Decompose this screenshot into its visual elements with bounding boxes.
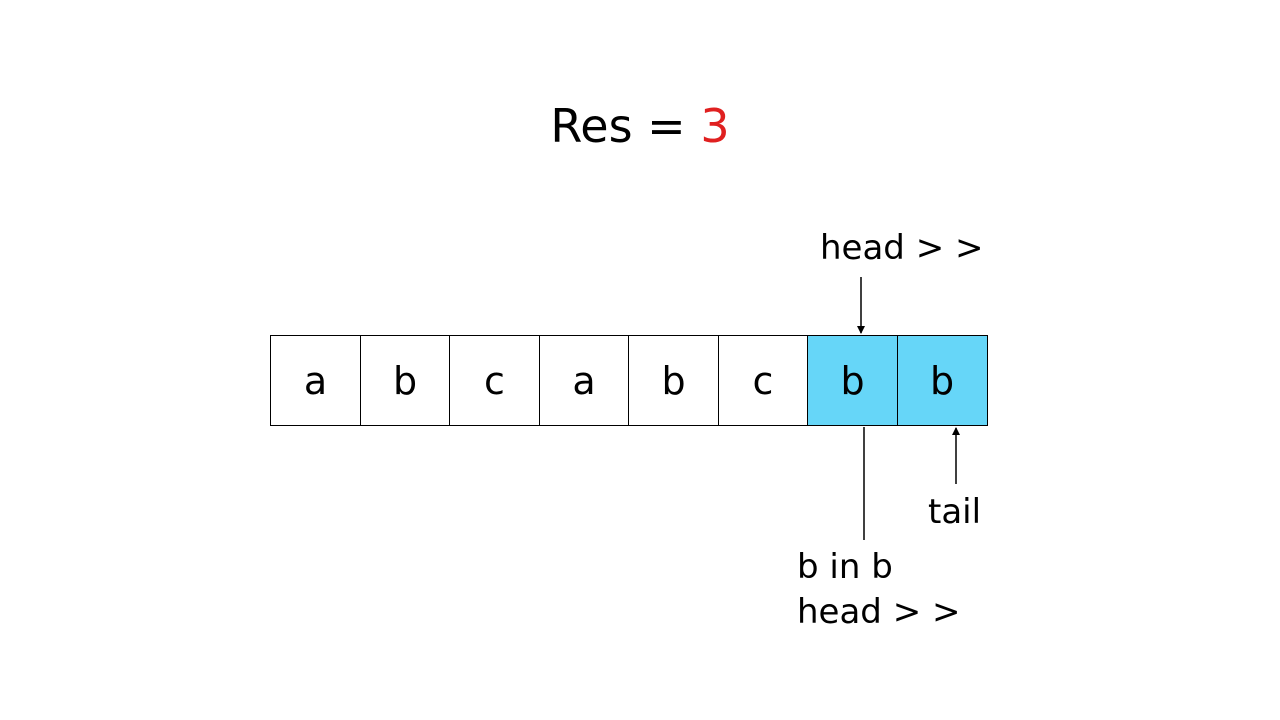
note-label-line2: head > >	[797, 592, 961, 632]
array-cell-0: a	[270, 335, 361, 426]
string-array: a b c a b c b b	[270, 335, 988, 426]
result-value: 3	[700, 99, 730, 153]
result-prefix: Res =	[550, 99, 701, 153]
array-cell-3: a	[538, 335, 630, 426]
array-cell-1: b	[359, 335, 451, 426]
array-cell-2: c	[449, 335, 540, 426]
tail-label: tail	[928, 492, 982, 532]
array-cell-7: b	[896, 335, 988, 426]
array-cell-6: b	[807, 335, 898, 426]
head-label: head > >	[820, 228, 984, 268]
note-label-line1: b in b	[797, 547, 893, 587]
result-title: Res = 3	[0, 96, 1280, 156]
array-cell-5: c	[717, 335, 809, 426]
array-cell-4: b	[628, 335, 719, 426]
